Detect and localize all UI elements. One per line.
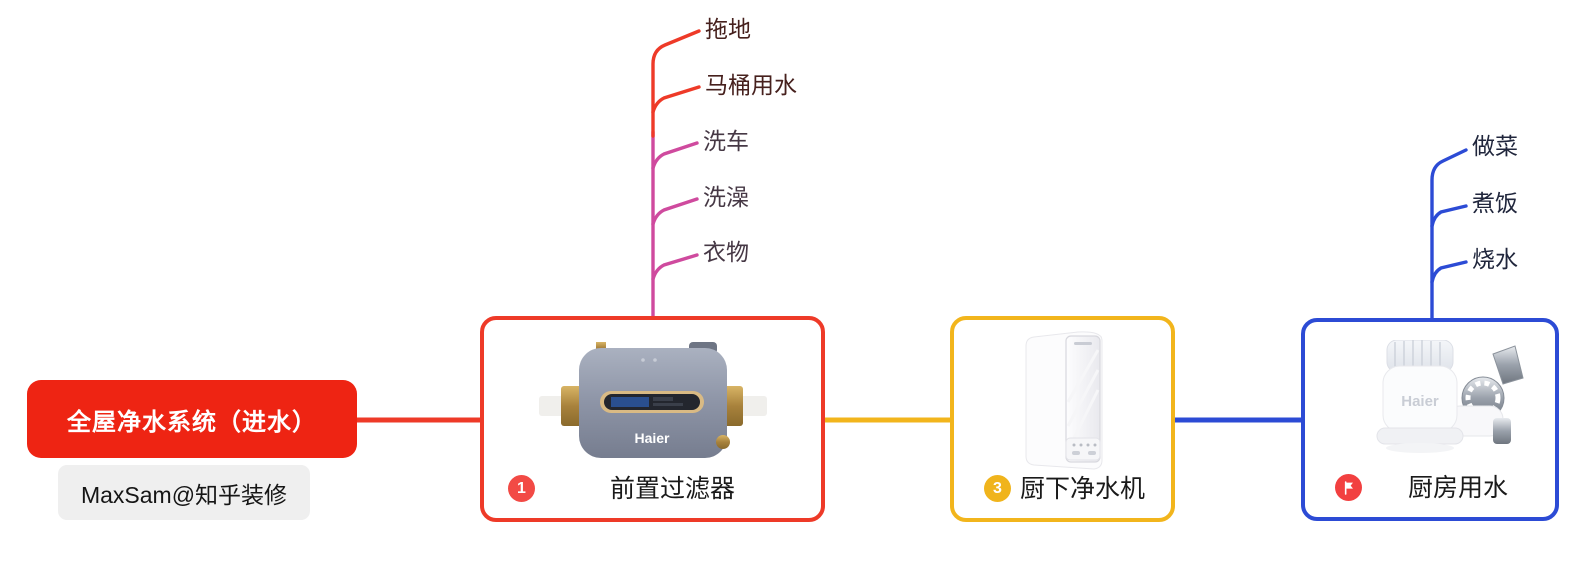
undersink-product-image	[1008, 330, 1118, 472]
priority-1-badge[interactable]: 1	[508, 475, 535, 502]
branch-label-carwash[interactable]: 洗车	[703, 128, 749, 155]
branch-line-bath	[651, 197, 699, 226]
flag-icon	[1344, 480, 1353, 495]
haier-logo: Haier	[1401, 393, 1439, 410]
author-tag-label: MaxSam@知乎装修	[80, 481, 288, 508]
prefilter-product-image: Haier	[538, 342, 767, 464]
prefilter-caption: 1 前置过滤器	[484, 472, 821, 506]
flag-badge[interactable]	[1335, 474, 1362, 501]
branch-line-rice	[1430, 204, 1468, 228]
priority-3-badge[interactable]: 3	[984, 475, 1011, 502]
branch-label-clothes[interactable]: 衣物	[703, 239, 749, 266]
branch-line-carwash	[651, 141, 699, 170]
kitchen-caption: 厨房用水	[1305, 471, 1555, 505]
branch-label-bath[interactable]: 洗澡	[703, 184, 749, 211]
branch-line-mopping	[651, 29, 701, 138]
prefilter-label: 前置过滤器	[609, 475, 735, 503]
branch-line-cooking	[1430, 148, 1468, 320]
haier-logo: Haier	[634, 430, 670, 446]
root-node[interactable]: 全屋净水系统（进水）	[27, 380, 357, 458]
kitchen-label: 厨房用水	[1407, 474, 1508, 502]
node-prefilter[interactable]: Haier 1 前置过滤器	[480, 316, 825, 522]
undersink-label: 厨下净水机	[1019, 475, 1145, 503]
faucet-product-image: Haier	[1363, 339, 1531, 462]
branch-label-rice[interactable]: 煮饭	[1472, 190, 1518, 217]
branch-line-clothes	[651, 253, 699, 281]
branch-label-boiling[interactable]: 烧水	[1472, 246, 1518, 273]
branch-label-cooking[interactable]: 做菜	[1472, 133, 1518, 160]
branch-line-toilet	[651, 85, 701, 114]
branch-label-toilet[interactable]: 马桶用水	[705, 72, 797, 99]
branch-line-boiling	[1430, 260, 1468, 284]
root-node-label: 全屋净水系统（进水）	[67, 408, 317, 436]
node-undersink[interactable]: 3 厨下净水机	[950, 316, 1175, 522]
branch-label-mopping[interactable]: 拖地	[705, 16, 751, 43]
node-kitchen[interactable]: Haier 厨房用水	[1301, 318, 1559, 521]
undersink-caption: 3 厨下净水机	[954, 472, 1171, 506]
author-tag[interactable]: MaxSam@知乎装修	[58, 465, 310, 520]
